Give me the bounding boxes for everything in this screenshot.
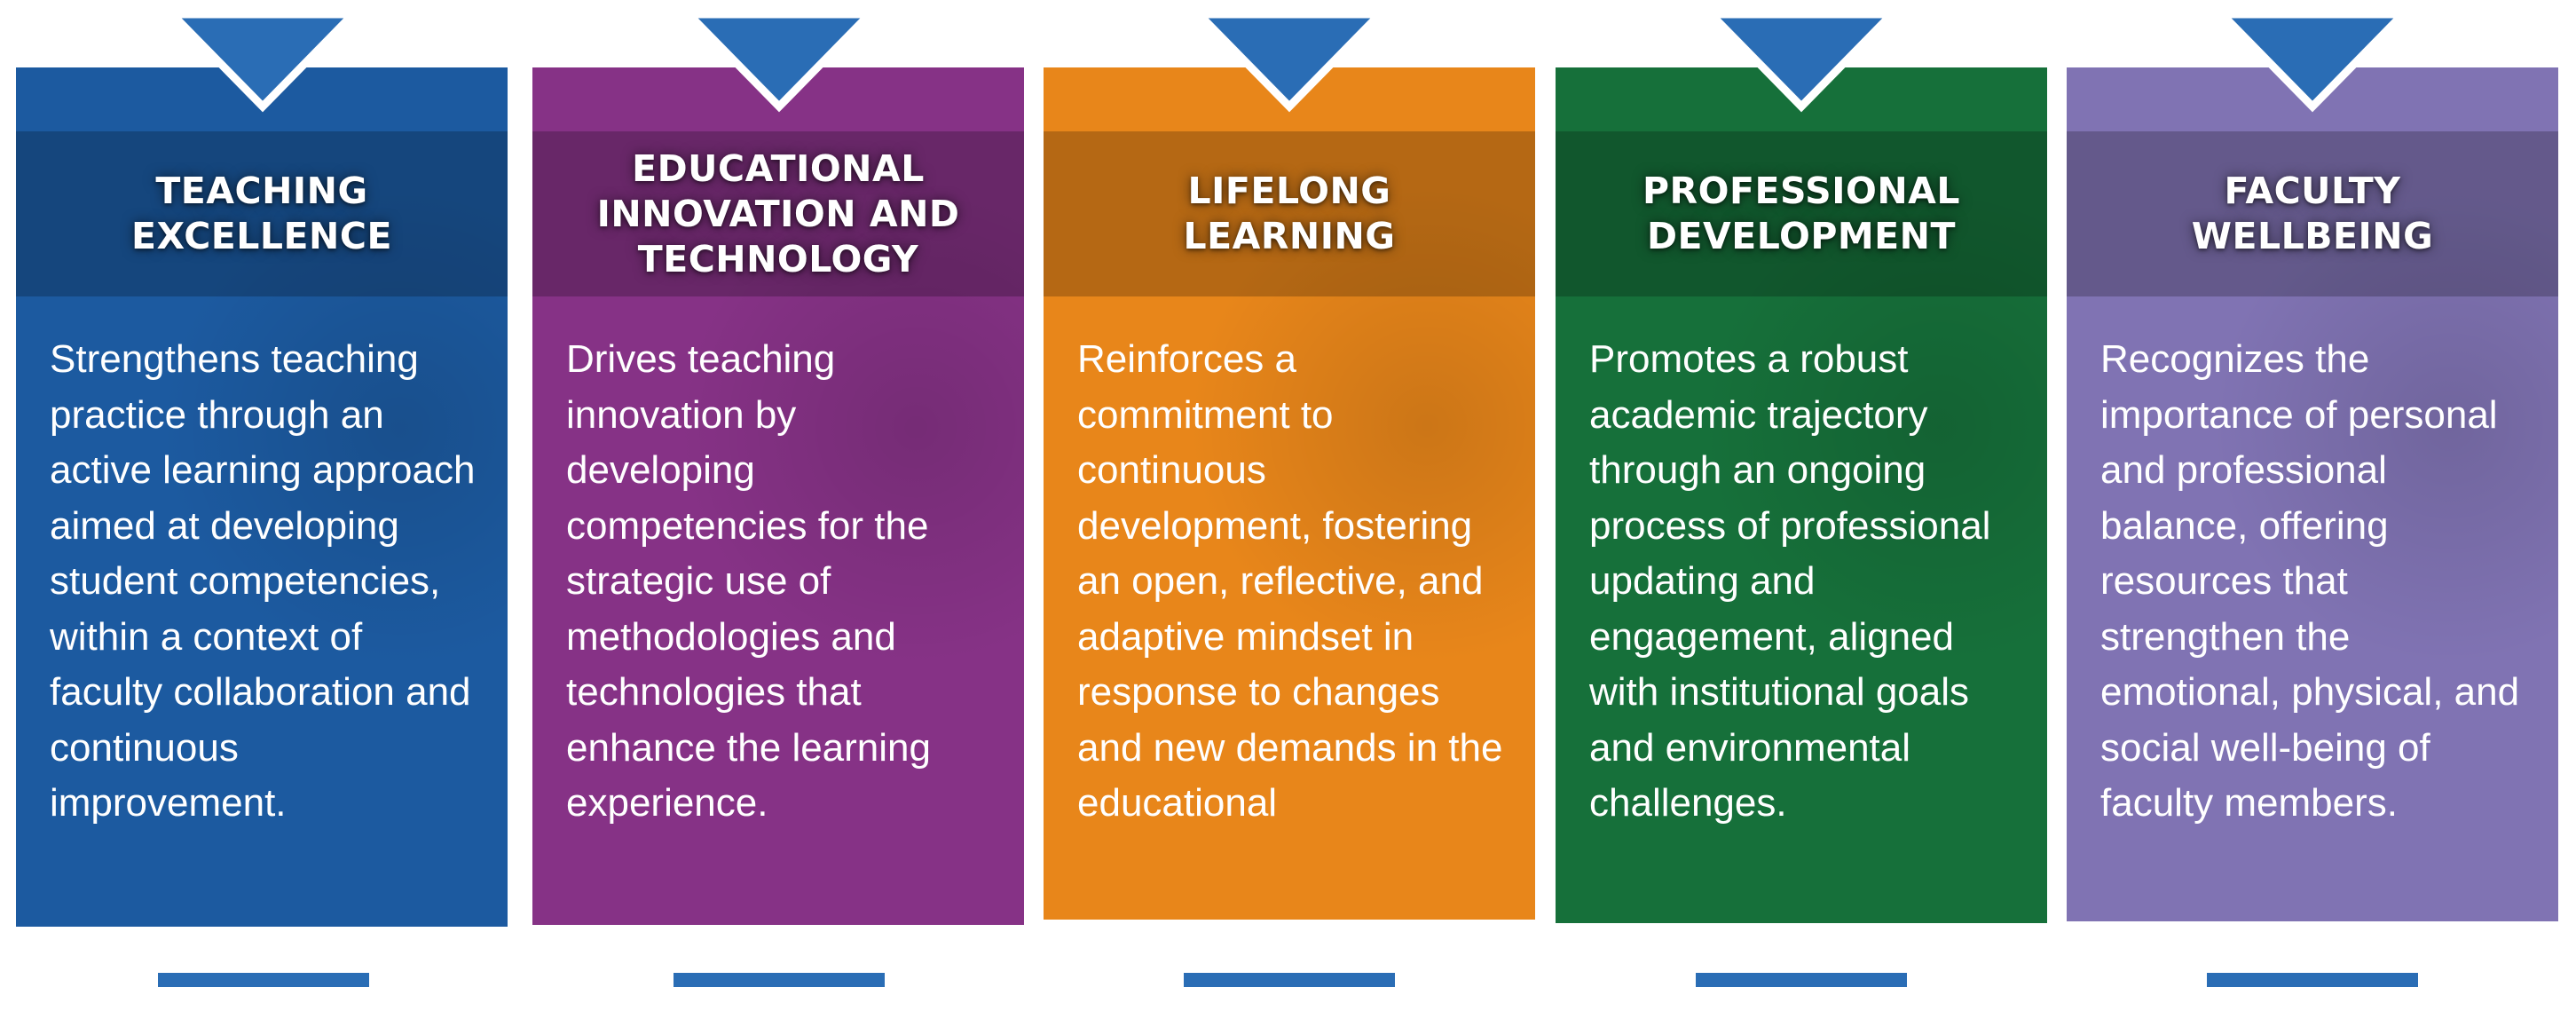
card-description: Reinforces a commitment to continuous de… — [1077, 337, 1503, 825]
pointer-top-mask — [1192, 0, 1387, 16]
card-header: Professional Development — [1556, 131, 2047, 296]
pointer-top-mask — [681, 0, 877, 16]
card-title-line: Lifelong — [1187, 170, 1391, 212]
accent-bar — [158, 973, 369, 987]
card-title: Lifelong Learning — [1166, 169, 1414, 259]
pillar-card-lifelong-learning: Lifelong Learning Reinforces a commitmen… — [1044, 67, 1535, 920]
card-title-line: Educational — [632, 146, 925, 190]
card-title-line: Teaching — [155, 170, 368, 212]
chevron-down-icon — [165, 0, 360, 113]
card-description: Recognizes the importance of personal an… — [2100, 337, 2520, 825]
pillar-card-faculty-wellbeing: Faculty Wellbeing Recognizes the importa… — [2067, 67, 2558, 921]
card-description: Strengthens teaching practice through an… — [50, 337, 476, 825]
card-title-line: Development — [1647, 215, 1956, 257]
pillar-card-teaching-excellence: Teaching Excellence Strengthens teaching… — [16, 67, 508, 927]
pointer-shape — [1704, 10, 1899, 113]
chevron-down-icon — [681, 0, 877, 113]
card-header: Lifelong Learning — [1044, 131, 1535, 296]
pointer-top-mask — [2215, 0, 2410, 16]
pointer-top-mask — [165, 0, 360, 16]
card-header: Teaching Excellence — [16, 131, 508, 296]
card-title: Teaching Excellence — [114, 169, 410, 259]
chevron-down-icon — [1704, 0, 1899, 113]
card-title: Faculty Wellbeing — [2174, 169, 2451, 259]
card-title-line: Innovation and — [596, 192, 960, 235]
pointer-shape — [681, 10, 877, 113]
card-description: Promotes a robust academic trajectory th… — [1589, 337, 1991, 825]
accent-bar — [1696, 973, 1907, 987]
card-title-line: Wellbeing — [2191, 215, 2434, 257]
card-title-line: Excellence — [131, 215, 392, 257]
card-title-line: Faculty — [2224, 170, 2401, 212]
pillar-card-educational-innovation: Educational Innovation and Technology Dr… — [532, 67, 1024, 925]
card-title: Professional Development — [1625, 169, 1978, 259]
accent-bar — [2207, 973, 2418, 987]
pointer-shape — [165, 10, 360, 113]
pointer-top-mask — [1704, 0, 1899, 16]
card-title-line: Learning — [1183, 215, 1396, 257]
pillar-card-professional-development: Professional Development Promotes a robu… — [1556, 67, 2047, 923]
card-title: Educational Innovation and Technology — [579, 146, 978, 282]
chevron-down-icon — [2215, 0, 2410, 113]
pointer-shape — [2215, 10, 2410, 113]
accent-bar — [674, 973, 885, 987]
chevron-down-icon — [1192, 0, 1387, 113]
card-header: Educational Innovation and Technology — [532, 131, 1024, 296]
card-title-line: Technology — [637, 237, 919, 280]
card-title-line: Professional — [1642, 170, 1960, 212]
accent-bar — [1184, 973, 1395, 987]
card-description: Drives teaching innovation by developing… — [566, 337, 931, 825]
pointer-shape — [1192, 10, 1387, 113]
card-header: Faculty Wellbeing — [2067, 131, 2558, 296]
